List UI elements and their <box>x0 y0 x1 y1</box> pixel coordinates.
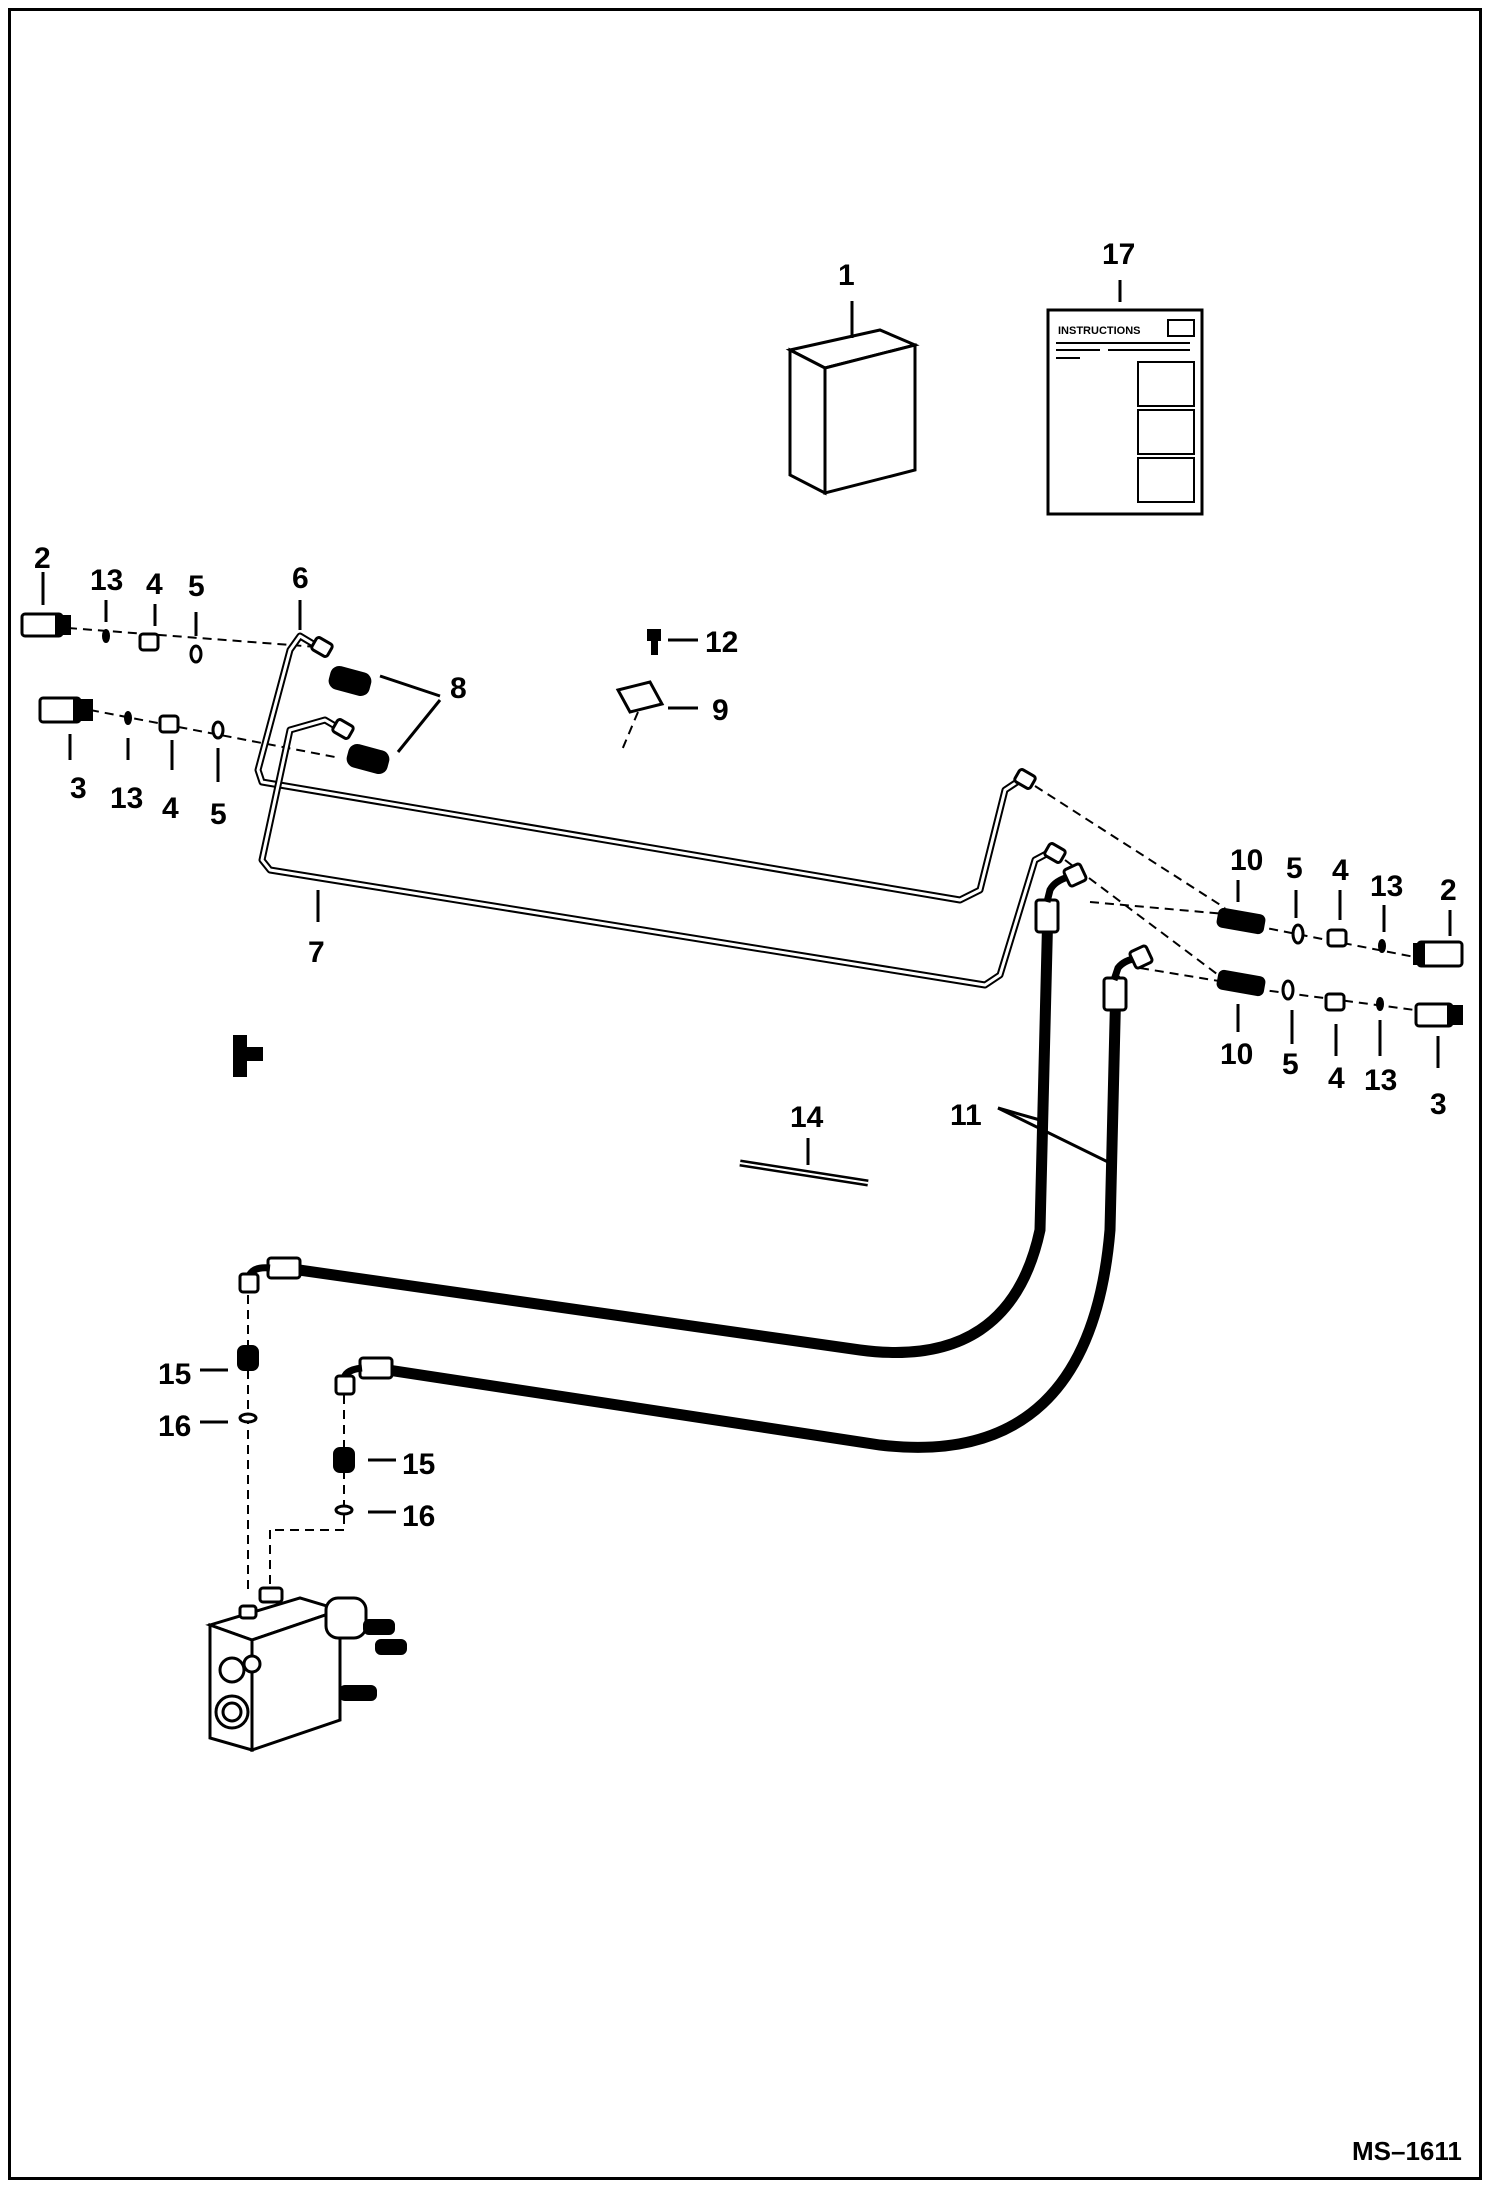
diagram-border <box>8 8 1482 2180</box>
callout-5-right-bottom: 5 <box>1282 1048 1299 1081</box>
instructions-heading: INSTRUCTIONS <box>1058 325 1141 337</box>
callout-8: 8 <box>450 672 467 705</box>
callout-6: 6 <box>292 562 309 595</box>
right-connection-lines <box>1034 785 1226 983</box>
callout-12: 12 <box>705 626 738 659</box>
callout-2-left: 2 <box>34 542 51 575</box>
callout-10-top: 10 <box>1230 844 1263 877</box>
part-strap-14 <box>739 1138 869 1187</box>
callout-labels: 1 17 2 13 4 5 6 8 3 13 4 5 7 12 9 10 5 4… <box>34 238 1457 1533</box>
callout-7: 7 <box>308 936 325 969</box>
part-clamp-9 <box>615 680 698 751</box>
part-box <box>785 301 920 496</box>
callout-4-right-top: 4 <box>1332 854 1349 887</box>
callout-13-right-bottom: 13 <box>1364 1064 1397 1097</box>
callout-4-left-top: 4 <box>146 568 163 601</box>
steel-tube-7 <box>258 716 1067 989</box>
part-adapters-15-16 <box>200 1295 396 1600</box>
callout-13-left-bottom: 13 <box>110 782 143 815</box>
callout-15-right: 15 <box>402 1448 435 1481</box>
hydraulic-hoses-11 <box>238 862 1154 1453</box>
right-fitting-row-bottom <box>1216 969 1463 1068</box>
callout-1: 1 <box>838 259 855 292</box>
callout-16-right: 16 <box>402 1500 435 1533</box>
steel-tube-6 <box>254 600 1037 904</box>
callout-16-left: 16 <box>158 1410 191 1443</box>
callout-2-right: 2 <box>1440 874 1457 907</box>
callout-3-left: 3 <box>70 772 87 805</box>
callout-10-bottom: 10 <box>1220 1038 1253 1071</box>
callout-5-left-bottom: 5 <box>210 798 227 831</box>
part-screw-12 <box>647 629 698 655</box>
left-fitting-row-bottom <box>38 696 341 782</box>
callout-17: 17 <box>1102 238 1135 271</box>
figure-code: MS–1611 <box>1352 2136 1462 2166</box>
part-valve-block <box>205 1586 407 1753</box>
left-fitting-row-top <box>20 572 331 664</box>
callout-3-right: 3 <box>1430 1088 1447 1121</box>
right-fitting-row-top <box>1216 880 1464 968</box>
callout-15-left: 15 <box>158 1358 191 1391</box>
part-fittings-8 <box>328 665 442 775</box>
callout-13-left-top: 13 <box>90 564 123 597</box>
callout-4-right-bottom: 4 <box>1328 1062 1345 1095</box>
part-instruction-sheet: INSTRUCTIONS <box>1046 280 1204 516</box>
callout-14: 14 <box>790 1101 824 1134</box>
callout-9: 9 <box>712 694 729 727</box>
callout-5-left-top: 5 <box>188 570 205 603</box>
callout-13-right-top: 13 <box>1370 870 1403 903</box>
callout-11: 11 <box>950 1099 982 1132</box>
callout-4-left-bottom: 4 <box>162 792 179 825</box>
callout-5-right-top: 5 <box>1286 852 1303 885</box>
part-tee-fitting <box>233 1035 263 1077</box>
